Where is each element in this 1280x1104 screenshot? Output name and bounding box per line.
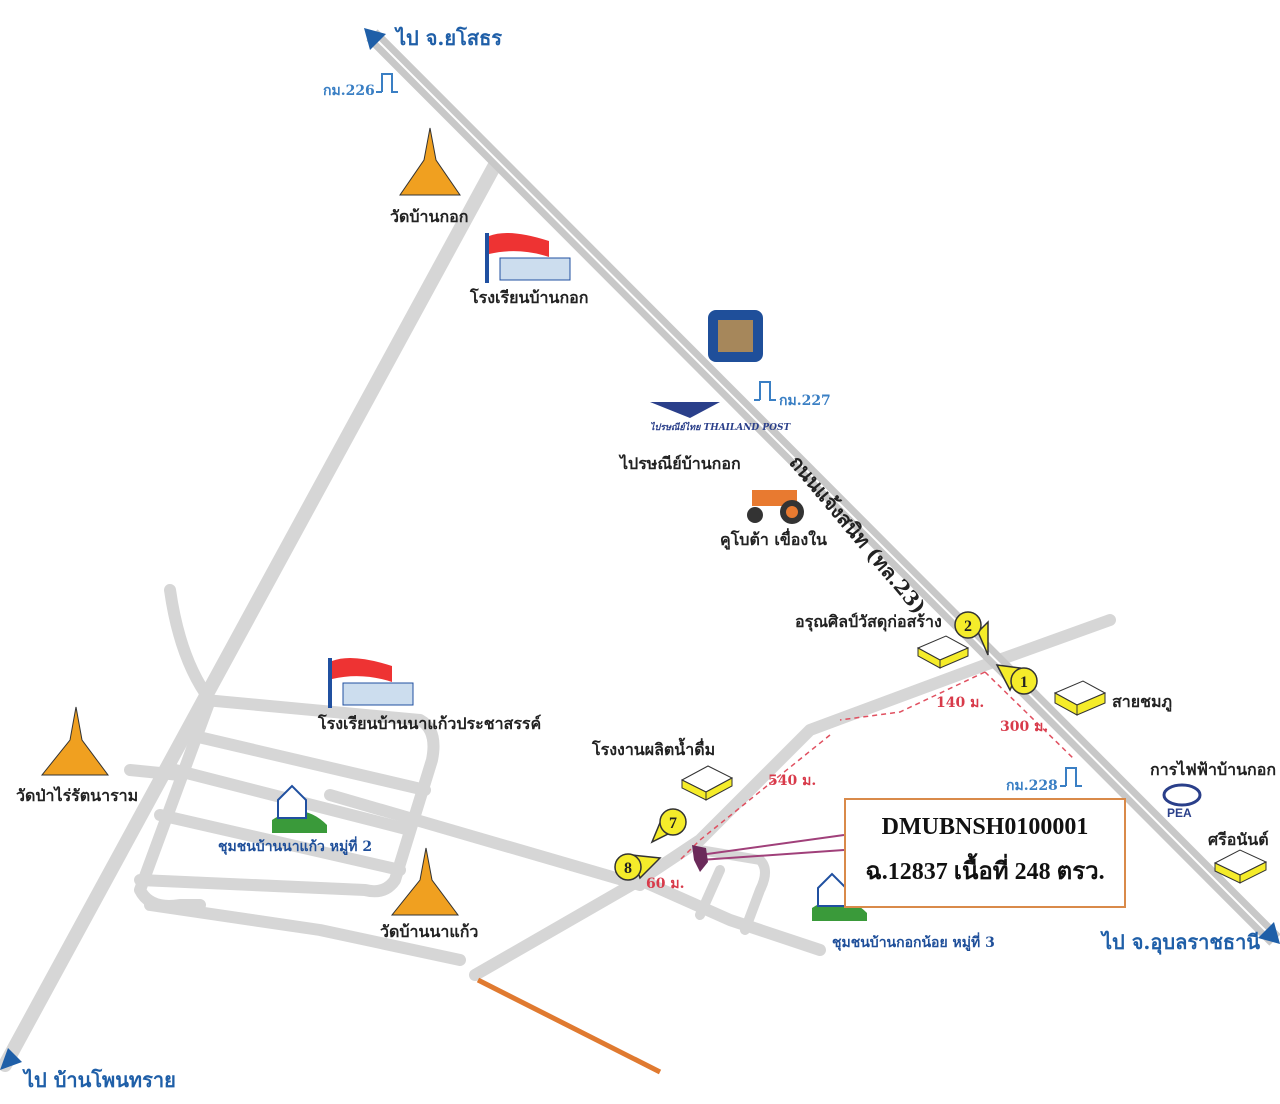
temple-icon: [390, 847, 459, 916]
km-post-icon: [376, 73, 398, 93]
post-office-label: ไปรษณีย์บ้านกอก: [620, 454, 741, 473]
sai-chomphu-label: สายชมภู: [1112, 692, 1173, 711]
photo-markers: [614, 611, 1038, 881]
community-icon: [272, 784, 327, 833]
callout-pointer: [699, 834, 845, 861]
pea-logo-text: PEA: [1167, 806, 1192, 820]
water-factory-label: โรงงานผลิตน้ำดื่ม: [592, 740, 716, 759]
school-na-kaeo-label: โรงเรียนบ้านนาแก้วประชาสรรค์: [318, 714, 542, 733]
highlighted-road: [476, 977, 662, 1075]
community-moo3-label: ชุมชนบ้านกอกน้อย หมู่ที่ 3: [832, 935, 995, 951]
wat-na-kaeo-label: วัดบ้านนาแก้ว: [380, 922, 479, 941]
school-icon: [328, 657, 414, 708]
property-code: DMUBNSH0100001: [881, 814, 1089, 840]
sri-nan-label: ศรีอนันต์: [1208, 830, 1269, 849]
post-logo-text: ไปรษณีย์ไทย THAILAND POST: [650, 423, 791, 433]
km-post-icon: [1060, 767, 1082, 787]
km-post-icon: [754, 381, 776, 401]
arun-sin-label: อรุณศิลป์วัสดุก่อสร้าง: [795, 612, 942, 631]
km-posts: [376, 73, 1082, 787]
school-ban-kok-label: โรงเรียนบ้านกอก: [470, 288, 589, 307]
distance-540: 540 ม.: [768, 773, 817, 789]
bank-logo-inner: [718, 320, 753, 352]
marker-2-label: 2: [964, 618, 972, 635]
temple-icon: [399, 127, 461, 196]
property-plot[interactable]: [692, 845, 708, 872]
marker-7-label: 7: [669, 815, 677, 832]
distance-60: 60 ม.: [646, 876, 685, 892]
wat-ban-kok-label: วัดบ้านกอก: [390, 207, 469, 226]
highway-23: [366, 29, 1280, 946]
distance-lines: [679, 671, 1076, 861]
wat-pa-rai-label: วัดป่าไร่รัตนาราม: [16, 786, 139, 805]
km-228: กม.228: [1006, 778, 1058, 794]
pea-office-label: การไฟฟ้าบ้านกอก: [1150, 760, 1277, 779]
post-logo-icon: [650, 402, 720, 418]
tractor-icon: [747, 490, 804, 524]
marker-8-label: 8: [624, 860, 632, 877]
arrow-icon: [1258, 922, 1280, 944]
community-moo2-label: ชุมชนบ้านนาแก้ว หมู่ที่ 2: [218, 839, 373, 855]
marker-1-label: 1: [1020, 674, 1028, 691]
arrow-icon: [0, 1048, 22, 1070]
buildings: [680, 635, 1268, 884]
kubota-label: คูโบต้า เขื่องใน: [720, 530, 827, 549]
direction-arrows: [0, 28, 1280, 1070]
property-callout: DMUBNSH0100001 ฉ.12837 เนื้อที่ 248 ตรว.: [844, 798, 1126, 908]
pea-logo-icon: [1162, 783, 1202, 807]
direction-ubon: ไป จ.อุบลราชธานี: [1102, 930, 1261, 954]
direction-yasothon: ไป จ.ยโสธร: [396, 26, 503, 50]
distance-140: 140 ม.: [936, 695, 985, 711]
arrow-icon: [364, 28, 386, 50]
school-icon: [485, 232, 571, 283]
temple-icon: [40, 706, 109, 776]
km-227: กม.227: [779, 393, 831, 409]
km-226: กม.226: [323, 83, 375, 99]
distance-300: 300 ม.: [1000, 719, 1049, 735]
direction-phon-sai: ไป บ้านโพนทราย: [24, 1068, 176, 1092]
property-deed: ฉ.12837 เนื้อที่ 248 ตรว.: [865, 859, 1105, 885]
